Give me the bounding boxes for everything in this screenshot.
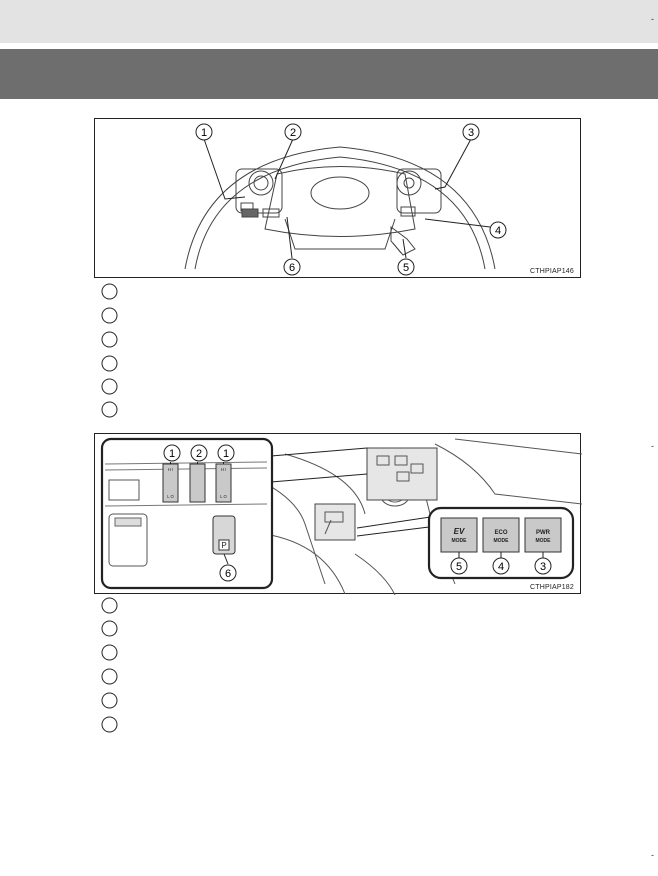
- page-edge-mark: -: [651, 14, 654, 24]
- steering-wheel-illustration: 1 2 3 4 5 6: [184, 123, 507, 276]
- callout-2: 2: [290, 127, 296, 139]
- callout-4: 4: [498, 561, 504, 573]
- seat-heater-lo-label: L O: [167, 494, 174, 499]
- callout-5: 5: [456, 561, 462, 573]
- ev-mode-label-top: EV: [454, 527, 465, 536]
- seat-heater-lo-label: L O: [220, 494, 227, 499]
- list-item-number: 2: [101, 620, 118, 637]
- callout-4: 4: [495, 225, 501, 237]
- callout-1: 1: [169, 448, 175, 460]
- list-item-number: 4: [101, 355, 118, 372]
- callout-1: 1: [223, 448, 229, 460]
- ev-mode-label-bottom: MODE: [452, 538, 468, 544]
- list-item-number: 2: [101, 307, 118, 324]
- svg-text:3: 3: [107, 648, 113, 659]
- svg-text:1: 1: [107, 287, 113, 298]
- list-item-number: 5: [101, 692, 118, 709]
- svg-text:5: 5: [107, 696, 113, 707]
- list-item-number: 1: [101, 597, 118, 614]
- eco-mode-label-top: ECO: [494, 530, 507, 536]
- callout-3: 3: [540, 561, 546, 573]
- list-item-number: 5: [101, 378, 118, 395]
- svg-text:4: 4: [107, 672, 113, 683]
- list-item-number: 4: [101, 668, 118, 685]
- list-item-number: 6: [101, 716, 118, 733]
- callout-6: 6: [225, 568, 231, 580]
- callout-6: 6: [289, 262, 295, 274]
- pwr-mode-label-bottom: MODE: [536, 538, 552, 544]
- eco-mode-label-bottom: MODE: [494, 538, 510, 544]
- park-switch-label: P: [221, 541, 226, 550]
- list-item-number: 6: [101, 401, 118, 418]
- svg-text:2: 2: [107, 624, 113, 635]
- list-item-number: 3: [101, 331, 118, 348]
- steering-wheel-figure: 1 2 3 4 5 6 CTHPIAP146: [94, 118, 581, 278]
- seat-heater-hi-label: H I: [168, 467, 173, 472]
- list-item-number: 1: [101, 283, 118, 300]
- callout-1: 1: [201, 127, 207, 139]
- svg-text:2: 2: [107, 311, 113, 322]
- page-edge-mark: -: [651, 850, 654, 860]
- header-bar: -: [0, 0, 658, 43]
- figure-code: CTHPIAP146: [529, 268, 574, 275]
- seat-heater-hi-label: H I: [221, 467, 226, 472]
- figure-code: CTHPIAP182: [529, 584, 574, 591]
- svg-text:3: 3: [107, 335, 113, 346]
- console-illustration: H I L O H I L O P EV MODE ECO MODE PWR M…: [100, 437, 582, 595]
- list-item-number: 3: [101, 644, 118, 661]
- svg-text:1: 1: [107, 601, 113, 612]
- svg-text:6: 6: [107, 720, 113, 731]
- center-console-figure: H I L O H I L O P EV MODE ECO MODE PWR M…: [94, 433, 582, 595]
- svg-text:4: 4: [107, 359, 113, 370]
- svg-text:5: 5: [107, 382, 113, 393]
- callout-5: 5: [403, 262, 409, 274]
- svg-text:6: 6: [107, 405, 113, 416]
- callout-2: 2: [196, 448, 202, 460]
- callout-3: 3: [468, 127, 474, 139]
- pwr-mode-label-top: PWR: [536, 530, 551, 536]
- section-title-bar: [0, 49, 658, 99]
- page-edge-mark: -: [651, 441, 654, 451]
